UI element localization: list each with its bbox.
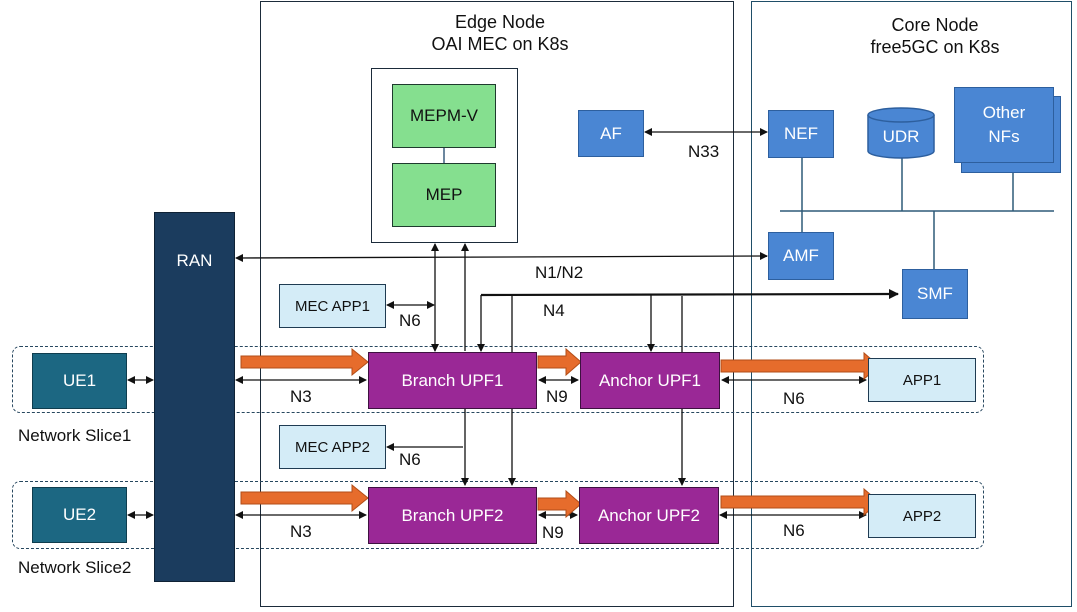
app2-box: APP2 [868, 494, 976, 538]
nef-label: NEF [784, 124, 818, 143]
n3-slice2-label: N3 [290, 522, 312, 541]
ue1-box: UE1 [32, 353, 127, 409]
udr-cylinder [867, 107, 935, 159]
n9-slice1-label: N9 [546, 387, 568, 406]
mepm-v-box: MEPM-V [392, 84, 496, 148]
af-label: AF [600, 123, 622, 143]
branch-upf1-box: Branch UPF1 [368, 352, 537, 409]
other-nfs-line2: NFs [988, 127, 1020, 146]
n6-mec1-label: N6 [399, 311, 421, 330]
anchor-upf2-box: Anchor UPF2 [579, 487, 719, 544]
edge-node-title: Edge Node OAI MEC on K8s [380, 11, 620, 55]
app1-label: APP1 [902, 371, 942, 389]
branch-upf2-box: Branch UPF2 [368, 487, 537, 544]
mec-app1-label: MEC APP1 [294, 297, 371, 315]
nef-box: NEF [768, 110, 834, 158]
amf-box: AMF [768, 232, 834, 280]
n3-slice1-label: N3 [290, 387, 312, 406]
n6-slice1-label: N6 [783, 389, 805, 408]
app1-box: APP1 [868, 358, 976, 402]
core-node-title: Core Node free5GC on K8s [815, 14, 1055, 58]
mep-label: MEP [425, 185, 463, 204]
core-node-frame [751, 1, 1072, 607]
branch-upf2-label: Branch UPF2 [401, 505, 504, 525]
ran-bar [154, 212, 235, 582]
network-slice2-label: Network Slice2 [18, 558, 132, 577]
other-nfs-box: Other NFs [954, 87, 1054, 163]
branch-upf1-label: Branch UPF1 [401, 370, 504, 390]
n4-label: N4 [543, 301, 565, 320]
mep-box: MEP [392, 163, 496, 227]
n33-label: N33 [688, 142, 720, 161]
edge-node-title-line2: OAI MEC on K8s [431, 34, 569, 54]
network-slice1-frame [12, 346, 984, 413]
ran-label: RAN [176, 251, 213, 270]
mepm-v-label: MEPM-V [410, 106, 478, 125]
ue2-box: UE2 [32, 487, 127, 543]
ue2-label: UE2 [62, 505, 97, 524]
network-slice1-label: Network Slice1 [18, 426, 132, 445]
ran-label-wrap: RAN [154, 248, 235, 274]
mec-app2-label: MEC APP2 [294, 438, 371, 456]
mec-app1-box: MEC APP1 [279, 284, 386, 328]
core-node-title-line2: free5GC on K8s [870, 37, 1000, 57]
anchor-upf2-label: Anchor UPF2 [597, 505, 701, 525]
n9-slice2-label: N9 [542, 523, 564, 542]
app2-label: APP2 [902, 507, 942, 525]
other-nfs-line1: Other [982, 103, 1026, 122]
amf-label: AMF [783, 246, 819, 265]
core-node-title-line1: Core Node [891, 15, 979, 35]
edge-node-frame [260, 1, 734, 607]
n6-slice2-label: N6 [783, 521, 805, 540]
mec-app2-box: MEC APP2 [279, 425, 386, 469]
smf-label: SMF [917, 284, 953, 303]
udr-label-wrap: UDR [866, 118, 936, 156]
af-box: AF [578, 110, 644, 157]
smf-box: SMF [902, 269, 968, 319]
n1n2-label: N1/N2 [535, 263, 584, 282]
anchor-upf1-box: Anchor UPF1 [580, 352, 720, 409]
network-slice2-frame [12, 481, 984, 549]
anchor-upf1-label: Anchor UPF1 [598, 370, 702, 390]
edge-node-title-line1: Edge Node [454, 12, 546, 32]
ue1-label: UE1 [62, 371, 97, 390]
n6-mec2-label: N6 [399, 450, 421, 469]
udr-label: UDR [882, 127, 920, 146]
